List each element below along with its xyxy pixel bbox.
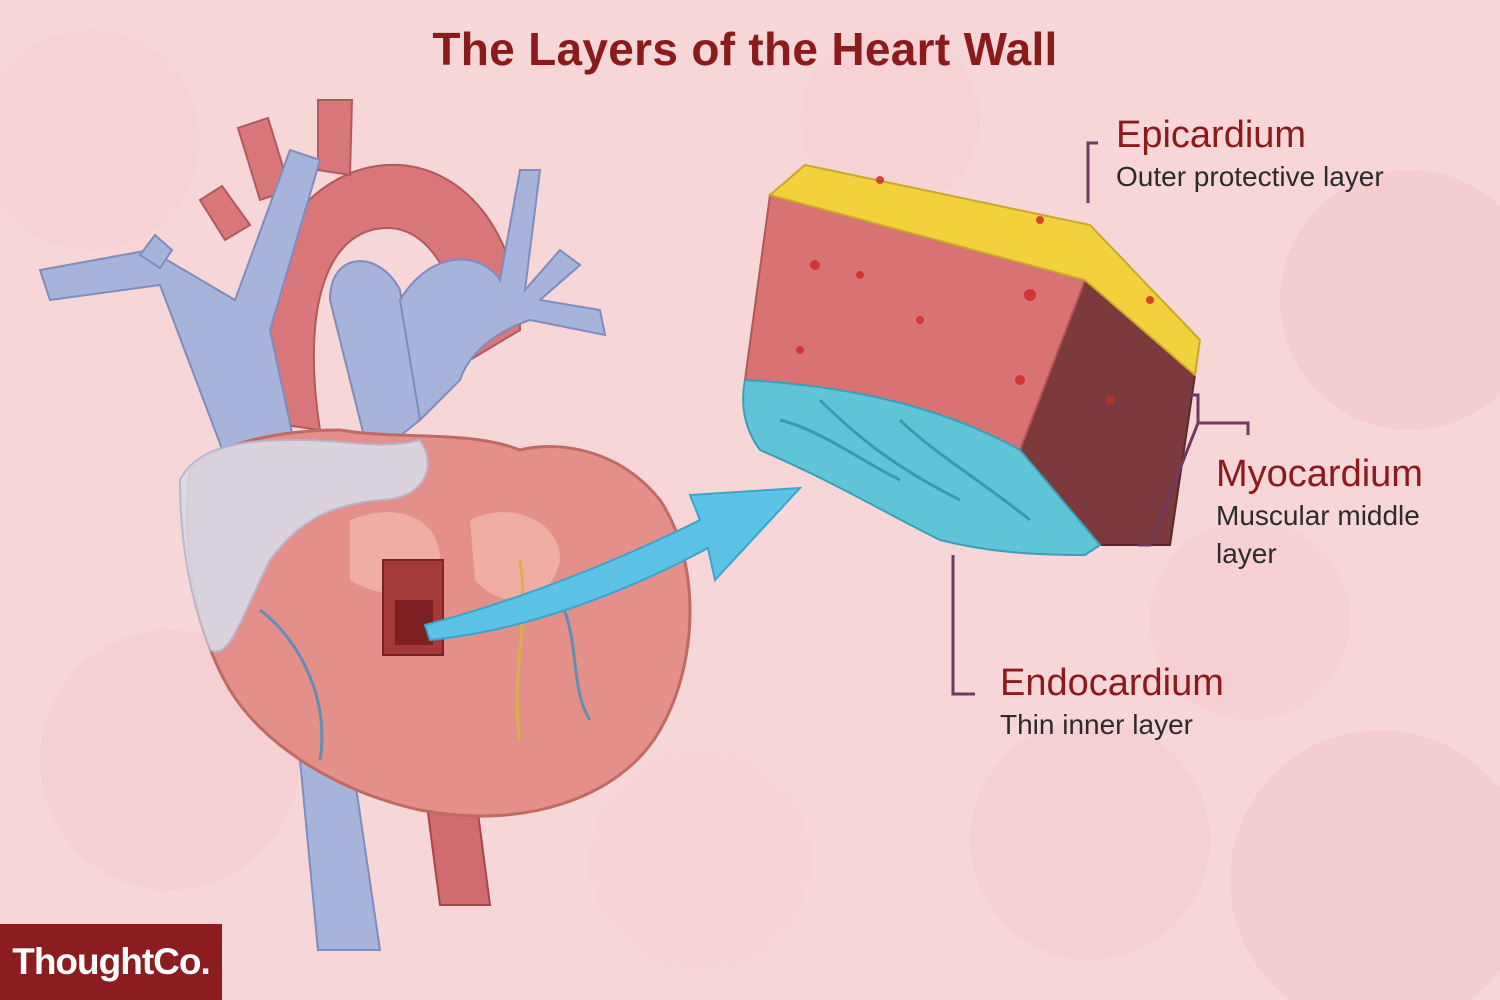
pulmonary-vein-left — [138, 233, 174, 270]
coronary-vessel-2 — [515, 559, 525, 741]
epicardium-leader — [1086, 141, 1098, 203]
epicardium-label: Epicardium Outer protective layer — [1116, 114, 1476, 196]
epicardium-layer — [767, 163, 1202, 377]
brand-logo: ThoughtCo. — [0, 924, 222, 1000]
myocardium-name: Myocardium — [1216, 453, 1423, 495]
brand-logo-text: ThoughtCo. — [12, 941, 211, 982]
epicardium-description: Outer protective layer — [1116, 161, 1384, 192]
myocardium-description: Muscular middle layer — [1216, 500, 1420, 569]
artery-branch-1 — [317, 99, 354, 177]
artery-branch-3 — [198, 184, 252, 242]
endocardium-label: Endocardium Thin inner layer — [1000, 662, 1360, 744]
pulmonary-trunk — [328, 260, 422, 462]
myocardium-label: Myocardium Muscular middle layer — [1216, 453, 1486, 573]
myocardium-leader — [1138, 393, 1250, 547]
pulmonary-vein-right — [398, 169, 607, 423]
page-title: The Layers of the Heart Wall — [432, 23, 1058, 75]
heart-highlight-2 — [470, 512, 560, 601]
endocardium-description: Thin inner layer — [1000, 709, 1193, 740]
endocardium-name: Endocardium — [1000, 662, 1224, 704]
endocardium-leader — [951, 555, 975, 696]
fat-deposit — [178, 438, 429, 653]
coronary-vessel-3 — [558, 599, 592, 721]
zoom-arrow — [423, 486, 803, 642]
epicardium-name: Epicardium — [1116, 114, 1307, 156]
coronary-vessel-1 — [259, 608, 324, 761]
endocardium-layer — [742, 378, 1102, 557]
